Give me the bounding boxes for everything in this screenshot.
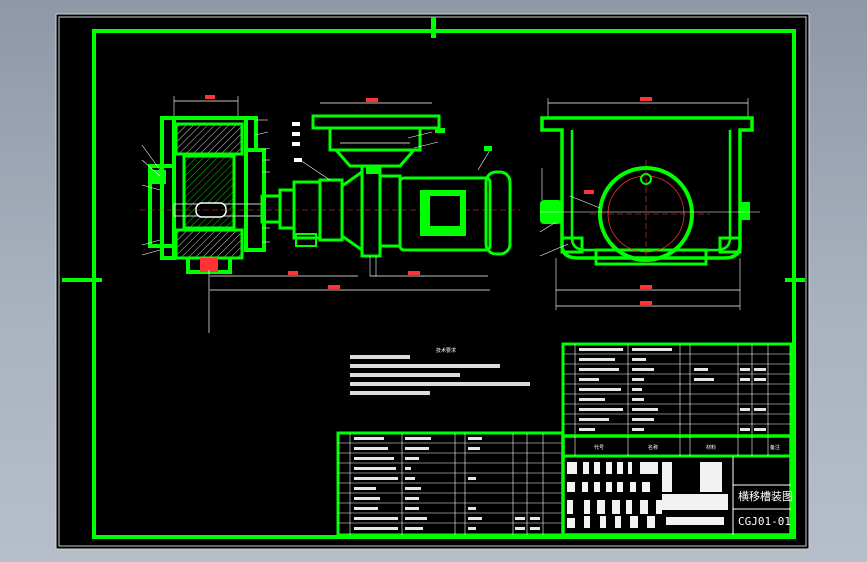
drawing-border [92, 29, 796, 539]
end-view [539, 97, 760, 310]
drawing-title: 横移槽装图 [738, 489, 793, 503]
header-code: 代号 [594, 444, 604, 451]
header-material: 材料 [706, 444, 716, 451]
parts-list-upper [561, 342, 793, 438]
technical-notes: 技术要求 [350, 347, 530, 395]
notes-heading: 技术要求 [436, 347, 456, 354]
center-mark-left [62, 278, 102, 282]
header-name: 名称 [648, 444, 658, 451]
center-mark-right [785, 278, 805, 282]
title-block: 代号 名称 材料 备注 [561, 434, 793, 537]
side-view-drive [210, 98, 512, 291]
header-remark: 备注 [770, 444, 780, 451]
drawing-number: CGJ01-01 [738, 515, 791, 528]
center-mark-top [431, 17, 436, 38]
